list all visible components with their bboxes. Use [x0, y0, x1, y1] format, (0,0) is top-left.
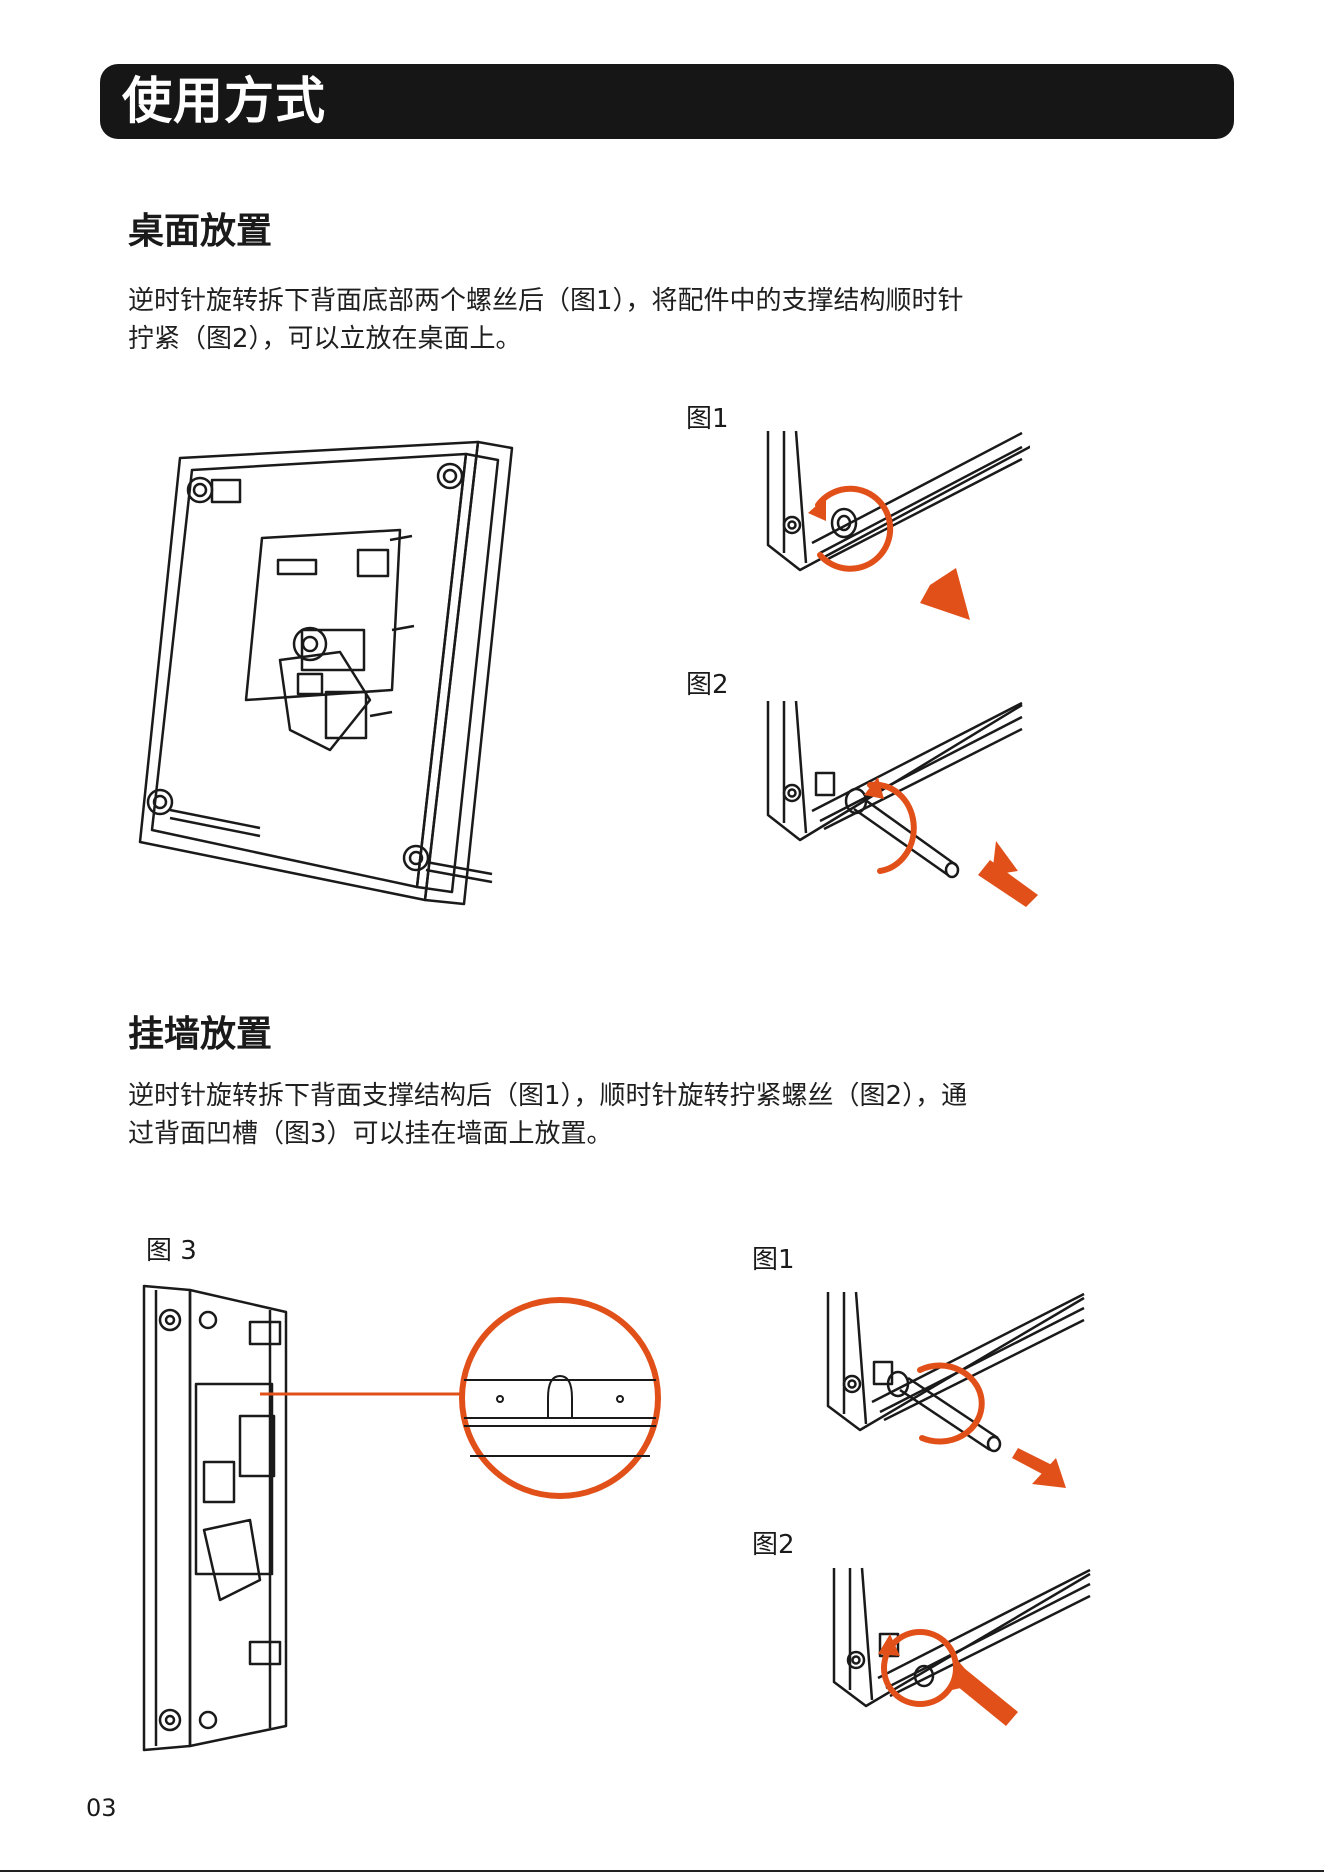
desk-fig2-illustration: [760, 695, 1060, 925]
wall-frame-illustration: [130, 1280, 670, 1755]
title-banner: 使用方式: [100, 64, 1234, 139]
desk-fig1-illustration: [760, 425, 1030, 630]
page-title: 使用方式: [122, 70, 326, 132]
desk-fig2-label: 图2: [686, 670, 729, 700]
section-heading-wall: 挂墙放置: [128, 1013, 272, 1057]
wall-fig3-label: 图 3: [146, 1236, 197, 1266]
wall-fig1-illustration: [822, 1288, 1092, 1494]
section-heading-desk: 桌面放置: [128, 210, 272, 254]
desk-fig1-label: 图1: [686, 404, 729, 434]
desk-frame-illustration: [130, 430, 520, 910]
page-number: 03: [86, 1794, 117, 1822]
wall-instructions-line1: 逆时针旋转拆下背面支撑结构后（图1），顺时针旋转拧紧螺丝（图2），通: [128, 1077, 1168, 1115]
wall-fig1-label: 图1: [752, 1245, 795, 1275]
desk-instructions-line1: 逆时针旋转拆下背面底部两个螺丝后（图1），将配件中的支撑结构顺时针: [128, 282, 1168, 320]
desk-instructions: 逆时针旋转拆下背面底部两个螺丝后（图1），将配件中的支撑结构顺时针 拧紧（图2）…: [128, 282, 1168, 358]
wall-fig2-label: 图2: [752, 1530, 795, 1560]
desk-instructions-line2: 拧紧（图2），可以立放在桌面上。: [128, 320, 1168, 358]
wall-fig2-illustration: [828, 1564, 1098, 1760]
wall-instructions-line2: 过背面凹槽（图3）可以挂在墙面上放置。: [128, 1115, 1168, 1153]
wall-instructions: 逆时针旋转拆下背面支撑结构后（图1），顺时针旋转拧紧螺丝（图2），通 过背面凹槽…: [128, 1077, 1168, 1153]
